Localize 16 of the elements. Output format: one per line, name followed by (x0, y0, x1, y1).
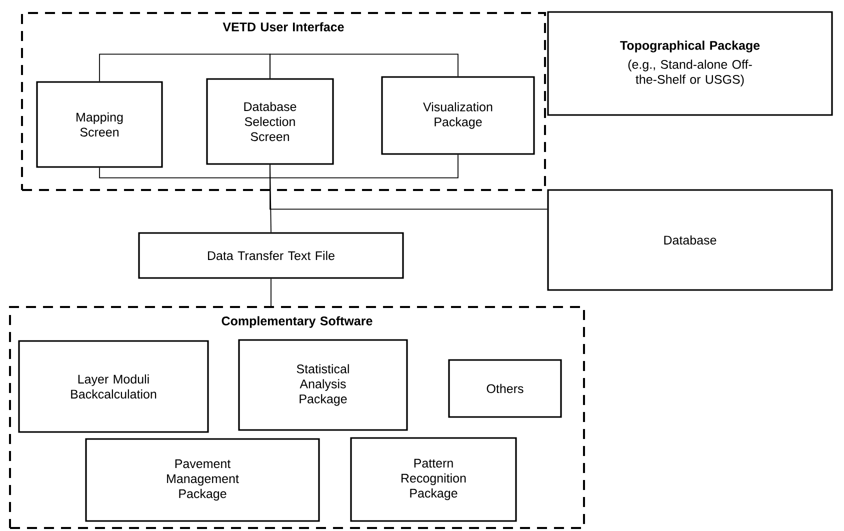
process-box: Visualization Package (381, 76, 535, 155)
process-box: Data Transfer Text File (138, 232, 404, 279)
process-box: Others (448, 359, 562, 418)
process-box: Pavement Management Package (85, 438, 320, 522)
process-box: Mapping Screen (36, 81, 163, 168)
process-box: Layer Moduli Backcalculation (18, 340, 209, 433)
process-box: Pattern Recognition Package (350, 437, 517, 522)
process-box: Topographical Package (e.g., Stand-alone Off-the-Shelf or USGS) (547, 11, 833, 116)
connector-line (270, 278, 272, 306)
process-box: Database Selection Screen (206, 78, 334, 165)
connector-line (270, 164, 548, 210)
connector-line (99, 54, 270, 82)
connector-line (99, 154, 458, 178)
process-box: Statistical Analysis Package (238, 339, 408, 431)
process-box: Database (547, 189, 833, 291)
connector-line (270, 54, 458, 79)
